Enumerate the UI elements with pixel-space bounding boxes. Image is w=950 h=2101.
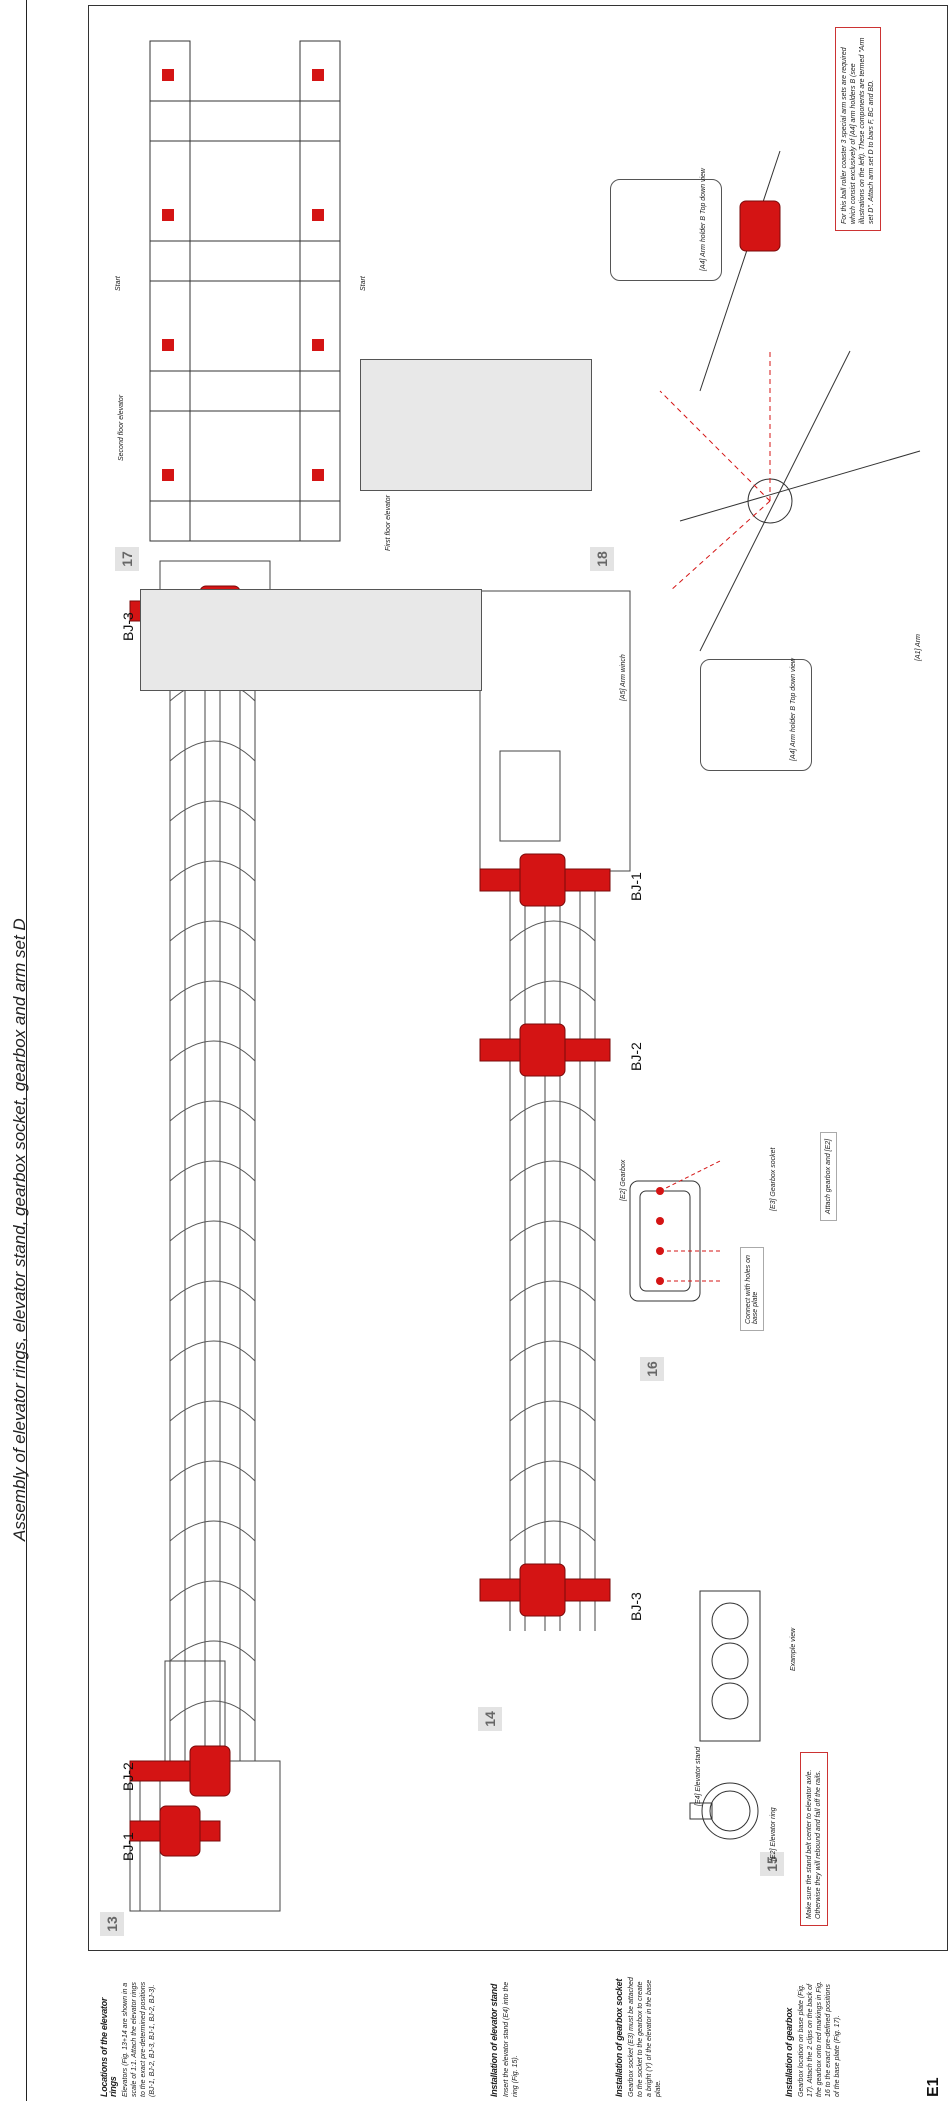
elevator-stand-drawing	[689, 1782, 759, 1840]
fig18-note: For this ball roller coaster 3 special a…	[835, 27, 881, 231]
sidebar-block-gearbox: Installation of gearbox Gearbox location…	[784, 1981, 841, 2097]
page-code: E1	[925, 2077, 942, 2097]
fig15-ring-label: [E2] Elevator ring	[770, 1807, 777, 1861]
step-16: 16	[640, 1357, 664, 1381]
fig15-example-label: Example view	[790, 1627, 797, 1671]
fig18-holder-bottom-label: [A4] Arm holder B Top down view	[790, 658, 797, 761]
fig17-first-floor-label: First floor elevator	[385, 494, 392, 551]
sidebar-block-elevator-rings: Locations of the elevator rings Elevator…	[99, 1981, 156, 2097]
fig16-attach-note: Attach gearbox and [E2]	[820, 1131, 837, 1221]
fig13-bj3-label: BJ-3	[120, 612, 136, 641]
photo-elevator-right	[360, 359, 592, 491]
fig17-second-floor-label: Second floor elevator	[118, 394, 125, 461]
fig17-start-b-label: Start	[360, 276, 367, 291]
title-rule	[26, 0, 27, 2101]
step-13: 13	[100, 1912, 124, 1936]
sidebar-block-elevator-stand: Installation of elevator stand Insert th…	[489, 1981, 519, 2097]
page-title: Assembly of elevator rings, elevator sta…	[10, 918, 29, 1541]
fig16-gearbox-label: [E2] Gearbox	[620, 1159, 627, 1201]
elevator-example-drawing	[699, 1590, 761, 1742]
fig13-bj2-label: BJ-2	[120, 1762, 136, 1791]
base-plate-drawing	[149, 40, 341, 542]
elevator-spiral-14	[479, 590, 631, 1631]
step-14: 14	[478, 1707, 502, 1731]
fig17-start-a-label: Start	[115, 276, 122, 291]
step-18: 18	[590, 547, 614, 571]
arm-assembly-drawing	[659, 150, 921, 652]
gearbox-drawing	[629, 1160, 721, 1302]
fig15-note: Make sure the stand belt center to eleva…	[800, 1752, 828, 1926]
fig13-bj1-label: BJ-1	[120, 1832, 136, 1861]
fig15-stand-label: [E4] Elevator stand	[695, 1746, 702, 1806]
fig14-bj3-label: BJ-3	[628, 1592, 644, 1621]
fig14-bj1-label: BJ-1	[628, 872, 644, 901]
fig18-armwinch-label: [A5] Arm winch	[620, 654, 627, 701]
fig16-socket-label: [E3] Gearbox socket	[770, 1147, 777, 1211]
fig16-connect-note: Connect with holes on base plate	[740, 1247, 764, 1331]
fig14-bj2-label: BJ-2	[628, 1042, 644, 1071]
sidebar-block-gearbox-socket: Installation of gearbox socket Gearbox s…	[614, 1977, 662, 2097]
photo-elevator-left	[140, 589, 482, 691]
